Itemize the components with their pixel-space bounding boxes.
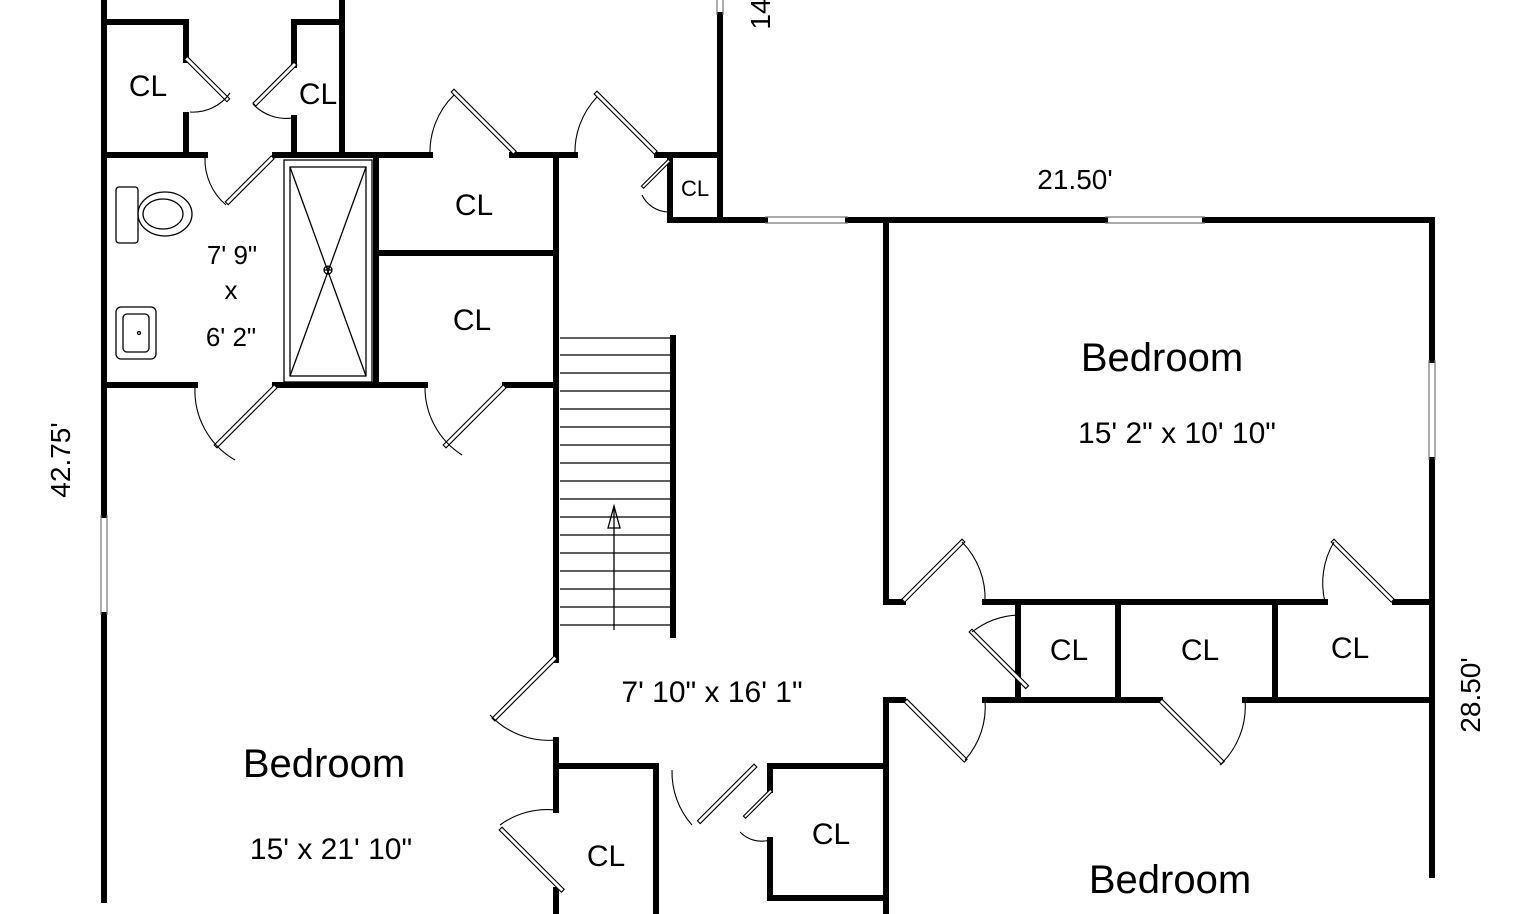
- room-labels: CL CL CL CL CL CL CL CL CL CL 7' 9" x 6'…: [129, 70, 1369, 902]
- dimension-labels: 21.50' 42.75' 28.50' 14: [45, 0, 1486, 733]
- windows: [100, 0, 1436, 615]
- bedroom-name: Bedroom: [243, 742, 405, 786]
- dimension-right: 28.50': [1455, 657, 1486, 732]
- shower-icon: [283, 159, 373, 383]
- dimension-top: 21.50': [1037, 164, 1112, 195]
- doors: [183, 55, 1395, 894]
- toilet-icon: [115, 186, 193, 244]
- stair-up-arrow-icon: [607, 503, 621, 630]
- bedroom-size: 15' x 21' 10": [250, 833, 412, 866]
- closet-label: CL: [299, 78, 337, 111]
- bedroom-size: 15' 2" x 10' 10": [1078, 417, 1276, 450]
- closet-label: CL: [1181, 634, 1219, 667]
- closet-label: CL: [453, 304, 491, 337]
- sink-icon: [115, 306, 157, 360]
- closet-label: CL: [587, 840, 625, 873]
- bedroom-name: Bedroom: [1089, 858, 1251, 902]
- closet-label: CL: [129, 70, 167, 103]
- bath-fixtures: [115, 159, 373, 383]
- bath-height-label: 6' 2": [206, 322, 256, 352]
- bedroom-name: Bedroom: [1081, 336, 1243, 380]
- hall-size: 7' 10" x 16' 1": [621, 676, 802, 709]
- bath-x-label: x: [225, 275, 238, 305]
- closet-label: CL: [812, 818, 850, 851]
- closet-label: CL: [455, 189, 493, 222]
- stairs: [560, 337, 673, 630]
- closet-label: CL: [681, 176, 709, 201]
- walls: [101, 0, 1435, 914]
- closet-label: CL: [1050, 634, 1088, 667]
- closet-label: CL: [1331, 632, 1369, 665]
- dimension-left: 42.75': [45, 422, 76, 497]
- bath-width-label: 7' 9": [207, 240, 257, 270]
- dimension-top-cut: 14: [745, 0, 776, 30]
